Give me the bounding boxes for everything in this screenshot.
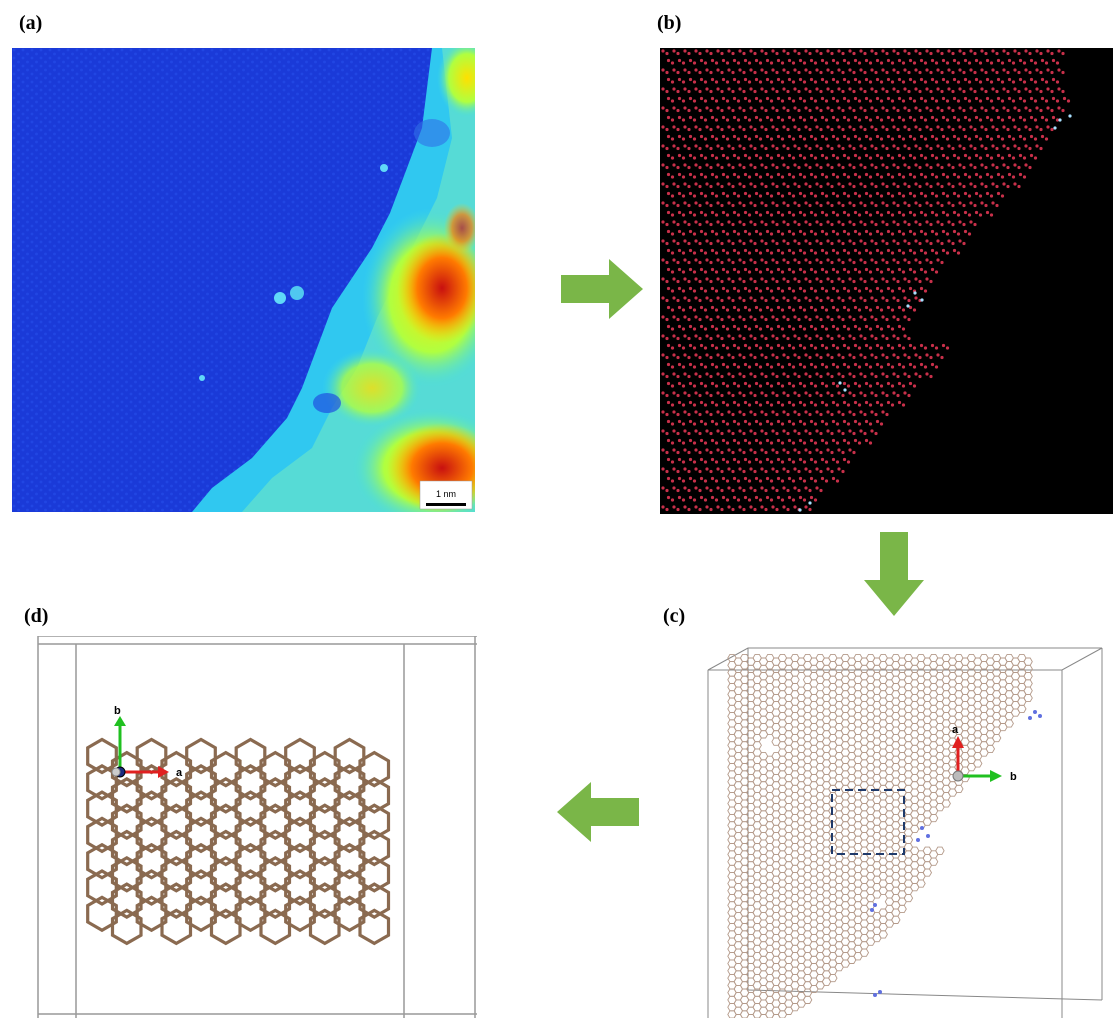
arrow-right-icon	[557, 257, 647, 321]
axis-a-label-d: a	[176, 767, 183, 779]
arrow-left-icon	[553, 780, 643, 844]
panel-a-label: (a)	[19, 12, 43, 34]
panel-c-label: (c)	[663, 605, 686, 627]
selected-region-box	[831, 789, 905, 855]
axis-a-label: a	[952, 724, 959, 736]
graphene-flake	[86, 737, 391, 946]
scale-bar-label: 1 nm	[436, 489, 456, 499]
panel-b-label: (b)	[657, 12, 682, 34]
axis-b-label: b	[1010, 771, 1017, 783]
cropped-graphene-view: b a	[37, 636, 477, 1018]
graphene-model-view: a b	[707, 647, 1103, 1018]
atom-lattice	[661, 49, 1072, 512]
panel-b-atom-detection	[660, 48, 1113, 514]
axis-indicator-d: b a	[111, 705, 183, 779]
panel-d-label: (d)	[24, 605, 49, 627]
atom-detection-image	[661, 49, 1072, 512]
panel-a-intensity-map: 1 nm	[12, 48, 475, 512]
axis-b-label-d: b	[114, 705, 121, 717]
panel-d-cropped-model: b a	[36, 636, 477, 1018]
graphene-lattice	[727, 653, 1042, 1018]
axis-indicator: a b	[952, 724, 1017, 783]
intensity-map-image: 1 nm	[12, 48, 475, 512]
arrow-down-icon	[862, 530, 926, 620]
panel-c-graphene-model: a b	[700, 640, 1113, 1018]
